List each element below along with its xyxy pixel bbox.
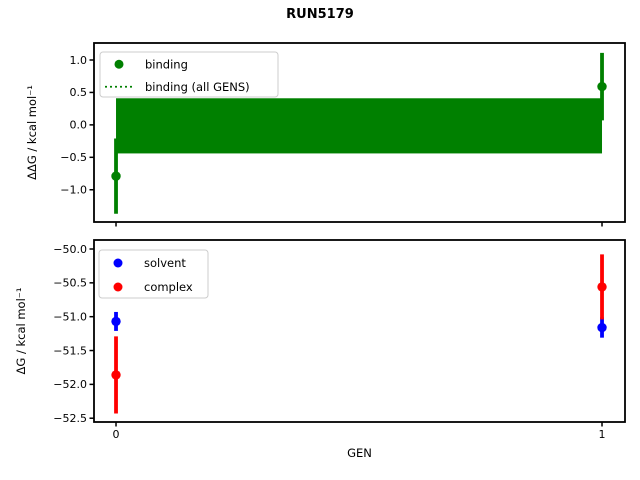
x-axis-label: GEN [347,446,372,460]
y-tick-label: −0.5 [60,151,87,164]
legend-label: binding (all GENS) [145,80,250,94]
legend-label: binding [145,57,188,71]
y-tick-label: 0.0 [70,119,88,132]
ddg-vs-gen-subplot: 1.0 0.5 0.0 −0.5 −1.0 ΔΔG / kcal mol⁻¹ binding… [25,42,626,227]
axes-frame [93,239,626,423]
data-point [597,282,607,292]
axes-frame [93,42,626,223]
series-complex [111,254,607,414]
y-axis-label: ΔG / kcal mol⁻¹ [14,288,28,375]
y-tick-label: −50.5 [53,277,87,290]
legend-label: solvent [144,256,186,270]
legend-box [98,249,209,299]
legend-box [99,51,279,98]
y-tick-label: −50.0 [53,243,87,256]
legend-dot-marker [113,282,123,292]
data-point [597,322,607,333]
y-tick-label: −1.0 [60,184,87,197]
legend-label: complex [144,280,193,294]
y-axis-label: ΔΔG / kcal mol⁻¹ [25,85,39,180]
y-tick-label: −52.5 [53,412,87,425]
x-tick-label: 0 [113,428,120,441]
figure-title: RUN5179 [286,7,354,22]
legend: solvent complex [98,249,209,299]
data-point [111,316,121,327]
legend-dot-marker [114,59,124,69]
series-binding [111,52,607,214]
y-tick-label: 0.5 [70,86,88,99]
series-solvent [111,311,607,338]
y-tick-label: −51.5 [53,344,87,357]
x-tick-label: 1 [599,428,606,441]
dg-vs-gen-subplot: −50.0 −50.5 −51.0 −51.5 −52.0 −52.5 0 1 ΔG / kca… [14,239,626,460]
legend-dot-marker [113,258,123,268]
y-tick-label: 1.0 [70,54,88,67]
legend: binding binding (all GENS) [99,51,279,98]
y-tick-label: −52.0 [53,378,87,391]
y-tick-label: −51.0 [53,310,87,323]
all-gens-band [116,98,603,154]
data-point [597,81,607,92]
data-point [111,370,121,380]
data-point [111,171,121,181]
